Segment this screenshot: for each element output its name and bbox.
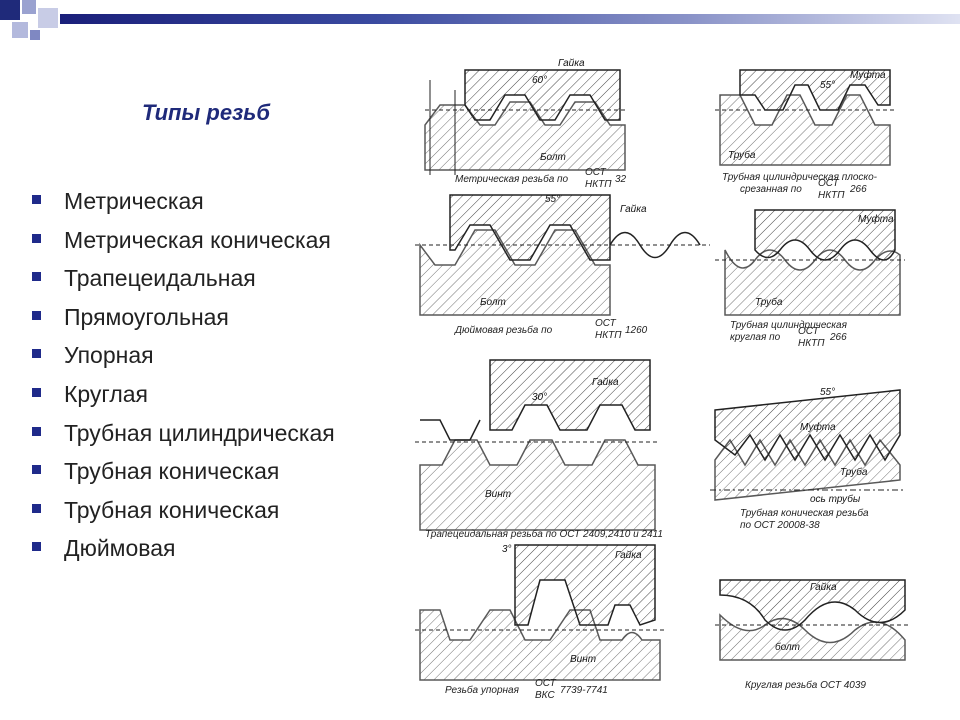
fig6-coupling-label: Муфта — [858, 213, 894, 225]
fig6-pipe-label: Труба — [755, 296, 783, 308]
thread-types-list: Метрическая Метрическая коническая Трапе… — [28, 184, 335, 570]
list-item-label: Упорная — [64, 342, 154, 369]
deco-square-1 — [0, 0, 20, 20]
bullet-icon — [32, 465, 41, 475]
fig4-caption: Резьба упорная — [445, 684, 520, 696]
figure-pipe-cylindrical-flat: Муфта 55° Труба Трубная цилиндрическая п… — [715, 69, 895, 201]
list-item: Упорная — [28, 338, 335, 377]
fig5-caption-org: НКТП — [818, 190, 845, 201]
fig2-caption-num: 1260 — [625, 325, 648, 336]
fig1-caption-std: ОСТ — [585, 167, 607, 178]
figure-buttress-thread: Гайка 3° Винт Резьба упорная ОСТ ВКС 773… — [415, 544, 665, 701]
list-item: Трубная коническая — [28, 493, 335, 532]
fig2-angle: 55° — [545, 194, 560, 205]
figure-inch-thread: Гайка 55° Болт Дюймовая резьба по ОСТ НК… — [415, 194, 710, 341]
bullet-icon — [32, 310, 41, 320]
bullet-icon — [32, 195, 41, 204]
bullet-icon — [32, 542, 41, 552]
list-item-label: Трубная коническая — [64, 458, 280, 485]
fig4-angle: 3° — [502, 544, 512, 555]
fig6-caption-std: ОСТ — [798, 326, 820, 337]
list-item-label: Круглая — [64, 380, 148, 407]
fig5-caption-b: срезанная по — [740, 184, 802, 195]
bullet-icon — [32, 233, 41, 243]
fig4-caption-num: 7739-7741 — [560, 685, 608, 696]
figure-pipe-cylindrical-round: Муфта Труба Трубная цилиндрическая кругл… — [715, 209, 905, 349]
list-item-label: Трубная цилиндрическая — [64, 419, 335, 446]
fig1-angle: 60° — [532, 75, 547, 86]
fig4-caption-std: ОСТ — [535, 678, 557, 689]
list-item-label: Дюймовая — [64, 535, 176, 562]
fig1-nut-label: Гайка — [558, 58, 585, 69]
fig4-caption-org: ВКС — [535, 690, 555, 701]
fig1-caption-num: 32 — [615, 174, 627, 185]
fig8-bolt-label: болт — [775, 641, 800, 653]
fig1-caption: Метрическая резьба по — [455, 173, 569, 185]
fig7-pipe-label: Труба — [840, 466, 868, 478]
list-item-label: Прямоугольная — [64, 303, 229, 330]
fig6-caption-org: НКТП — [798, 338, 825, 349]
list-item: Трубная цилиндрическая — [28, 416, 335, 455]
bullet-icon — [32, 272, 41, 282]
fig6-caption-a: Трубная цилиндрическая — [730, 319, 848, 331]
list-item: Дюймовая — [28, 531, 335, 570]
deco-square-4 — [12, 22, 28, 38]
header-gradient-bar — [60, 14, 960, 24]
list-item: Прямоугольная — [28, 300, 335, 339]
bullet-icon — [32, 349, 41, 359]
slide-title: Типы резьб — [142, 100, 270, 125]
list-item: Круглая — [28, 377, 335, 416]
fig7-angle: 55° — [820, 387, 835, 398]
list-item-label: Трубная коническая — [64, 496, 280, 523]
list-item-label: Трапецеидальная — [64, 265, 256, 292]
thread-profiles-drawing: Гайка 60° Болт Метрическая резьба по ОСТ… — [415, 58, 910, 701]
fig7-caption-b: по ОСТ 20008-38 — [740, 520, 820, 531]
fig7-axis-label: ось трубы — [810, 493, 861, 505]
figure-pipe-conical: Муфта 55° Труба ось трубы Трубная кониче… — [710, 387, 905, 531]
fig7-coupling-label: Муфта — [800, 421, 836, 433]
fig2-caption-org: НКТП — [595, 330, 622, 341]
fig3-nut-label: Гайка — [592, 377, 619, 388]
list-item-label: Метрическая — [64, 188, 204, 214]
figure-round-thread: Гайка болт Круглая резьба ОСТ 4039 — [715, 579, 910, 691]
figure-metric-thread: Гайка 60° Болт Метрическая резьба по ОСТ… — [424, 58, 627, 190]
fig6-caption-num: 266 — [829, 332, 847, 343]
figure-trapezoidal-thread: Гайка 30° Винт Трапецеидальная резьба по… — [415, 359, 663, 540]
fig7-caption-a: Трубная коническая резьба — [740, 507, 869, 519]
fig8-caption: Круглая резьба ОСТ 4039 — [745, 679, 866, 691]
fig1-bolt-label: Болт — [540, 152, 566, 163]
fig2-nut-label: Гайка — [620, 204, 647, 215]
fig3-caption: Трапецеидальная резьба по ОСТ 2409,2410 … — [425, 528, 663, 540]
fig2-bolt-label: Болт — [480, 297, 506, 308]
list-item: Трубная коническая — [28, 454, 335, 493]
fig5-caption-std: ОСТ — [818, 178, 840, 189]
deco-square-3 — [38, 8, 58, 28]
list-item: Метрическая коническая — [28, 223, 335, 262]
list-item: Метрическая — [28, 184, 335, 223]
header-decoration — [0, 0, 960, 40]
bullet-icon — [32, 426, 41, 436]
fig4-screw-label: Винт — [570, 654, 596, 665]
deco-square-2 — [22, 0, 36, 14]
fig5-caption-a: Трубная цилиндрическая плоско- — [722, 171, 878, 183]
fig2-caption: Дюймовая резьба по — [454, 324, 553, 336]
bullet-icon — [32, 387, 41, 397]
fig5-pipe-label: Труба — [728, 149, 756, 161]
fig5-coupling-label: Муфта — [850, 69, 886, 81]
fig5-angle: 55° — [820, 80, 835, 91]
list-item-label: Метрическая коническая — [64, 226, 331, 253]
fig5-caption-num: 266 — [849, 184, 867, 195]
fig2-caption-std: ОСТ — [595, 318, 617, 329]
list-item: Трапецеидальная — [28, 261, 335, 300]
fig8-nut-label: Гайка — [810, 582, 837, 593]
fig6-caption-b: круглая по — [730, 332, 781, 343]
fig4-nut-label: Гайка — [615, 550, 642, 561]
fig1-caption-org: НКТП — [585, 179, 612, 190]
fig3-screw-label: Винт — [485, 489, 511, 500]
fig3-angle: 30° — [532, 392, 547, 403]
bullet-icon — [32, 503, 41, 513]
deco-square-5 — [30, 30, 40, 40]
